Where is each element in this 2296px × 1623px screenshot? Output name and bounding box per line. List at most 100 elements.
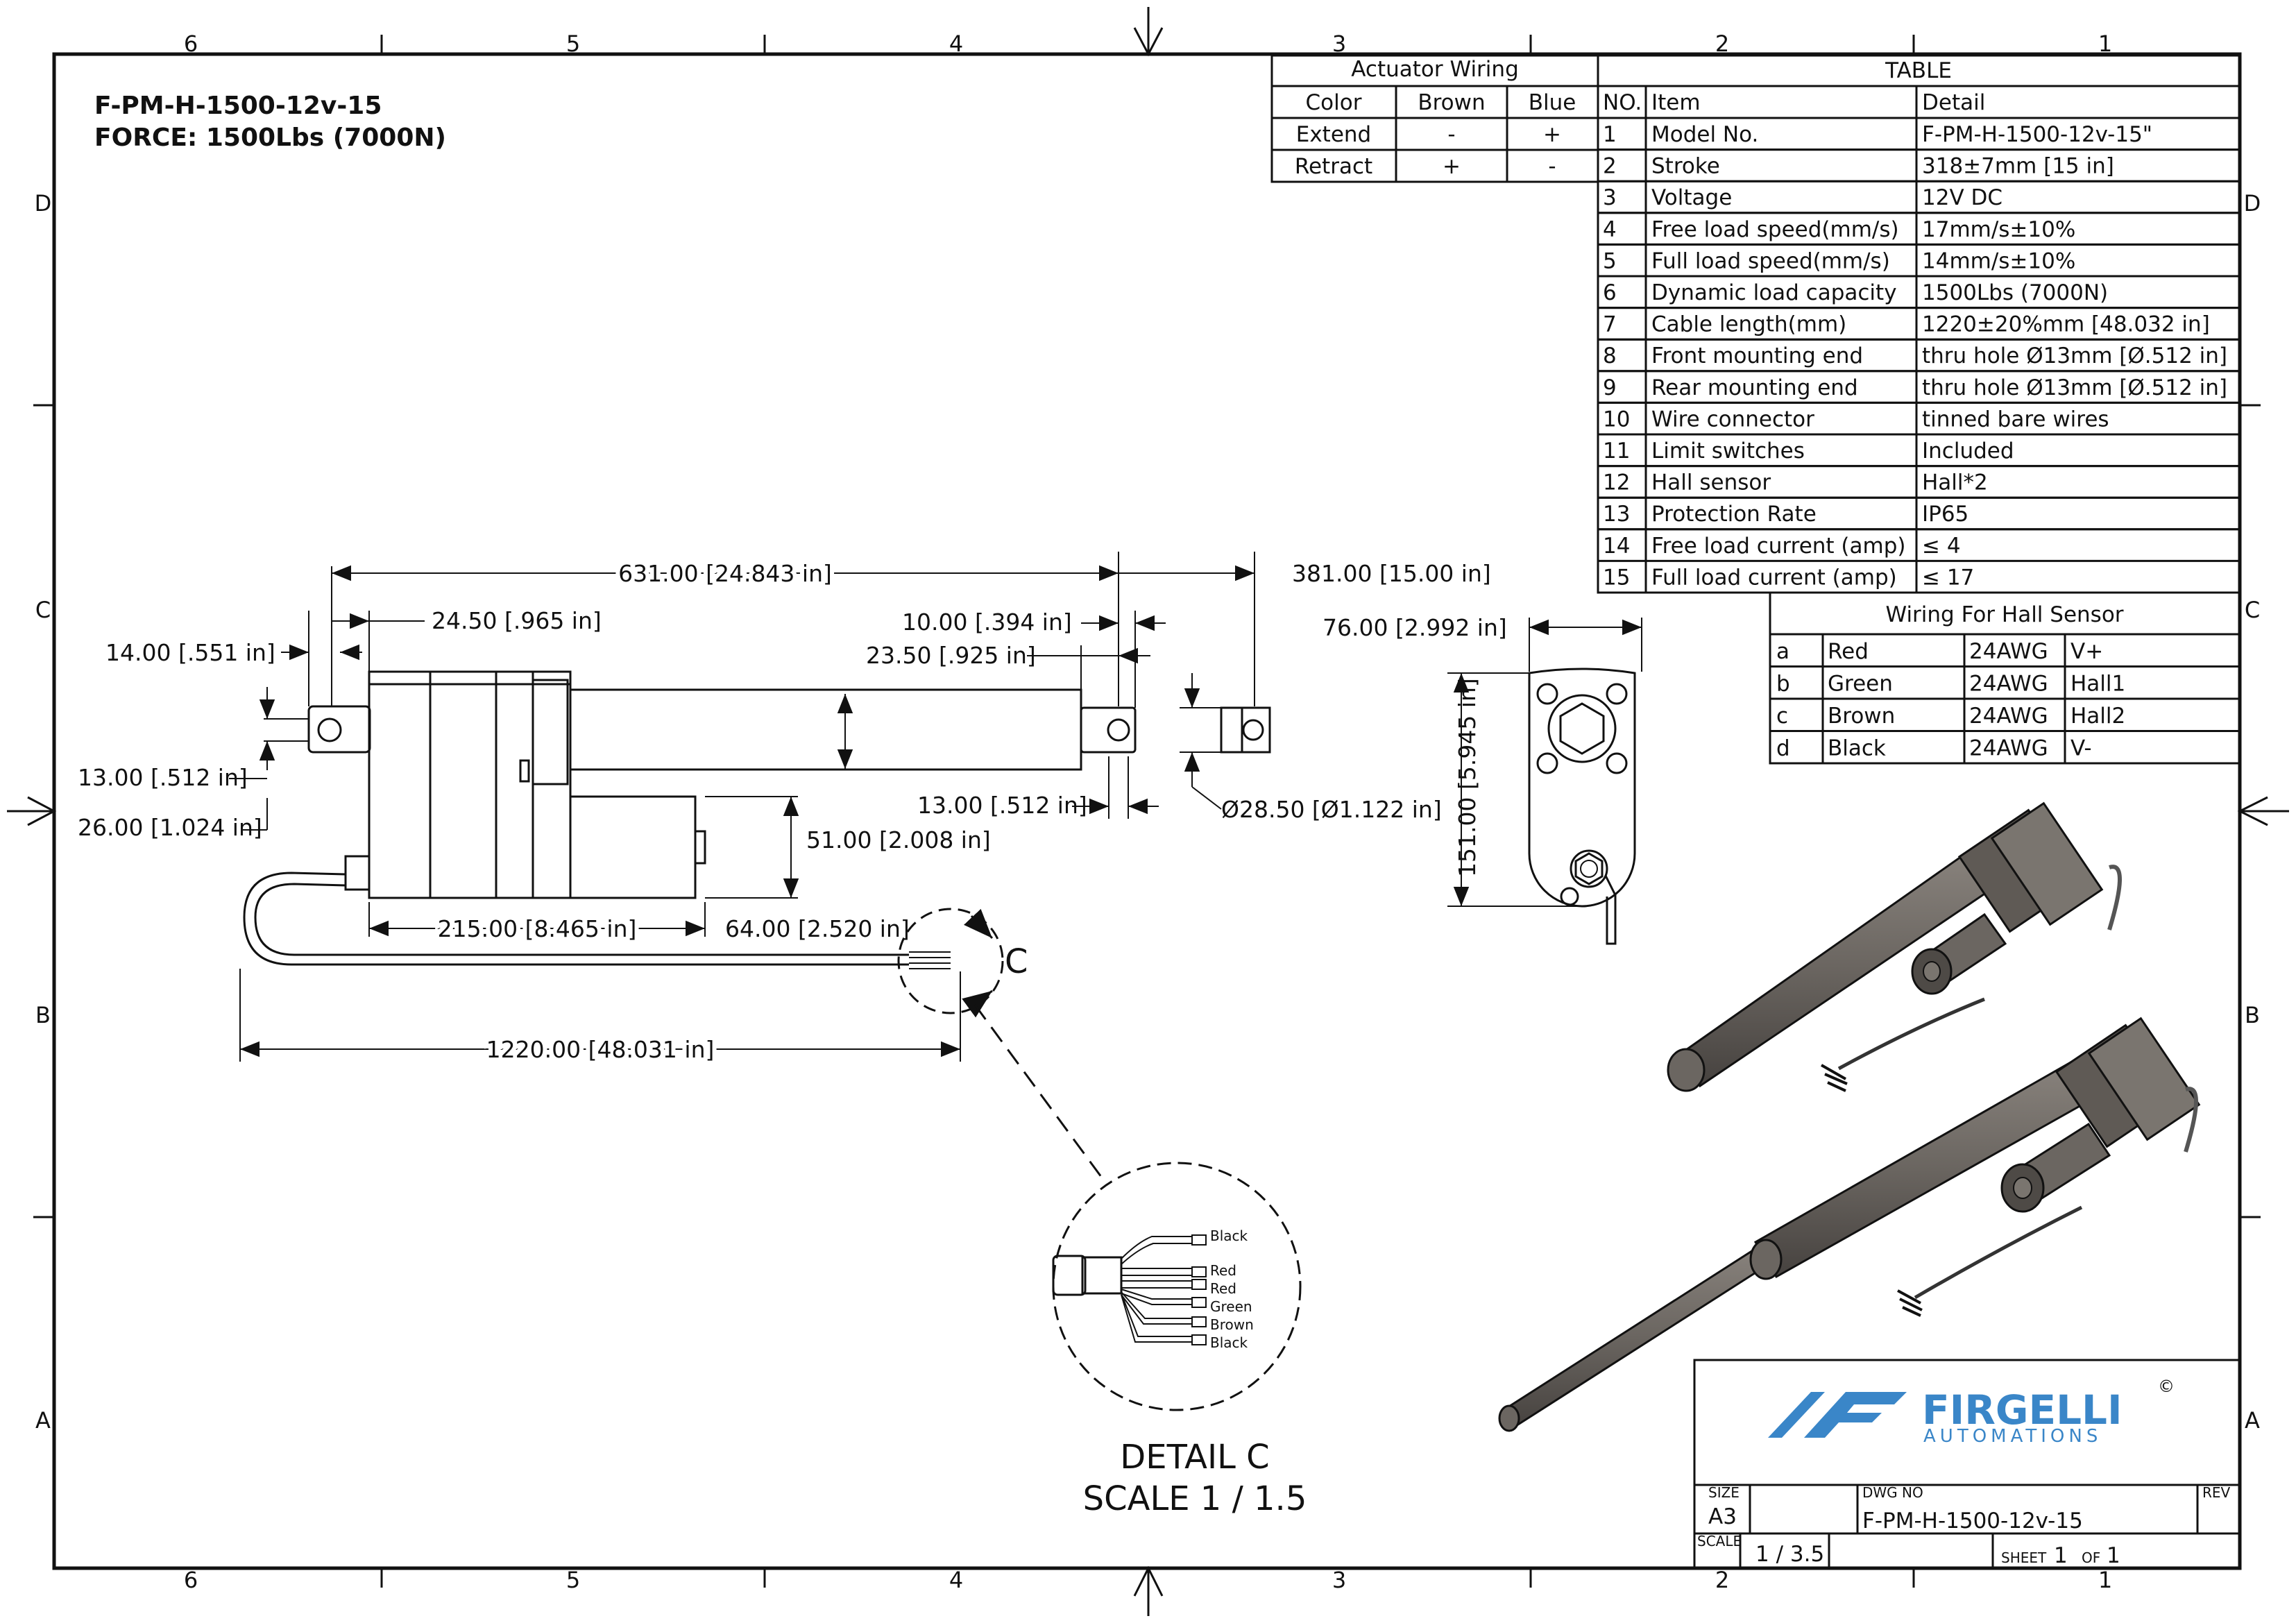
hall-table-cell: Green [1828, 672, 1893, 697]
actuator-wiring-header: Color [1306, 90, 1362, 115]
spec-table-cell: Wire connector [1651, 407, 1814, 432]
spec-table-cell: Included [1922, 439, 2014, 464]
zone-col-bottom-5: 5 [566, 1567, 580, 1593]
spec-table-cell: Full load speed(mm/s) [1651, 248, 1890, 273]
zone-col-top-3: 3 [1332, 31, 1346, 57]
zone-col-top-4: 4 [949, 31, 963, 57]
zone-row-right-B: B [2245, 1002, 2260, 1028]
actuator-wiring-cell: Extend [1296, 122, 1372, 147]
spec-table-cell: Hall*2 [1922, 470, 1988, 495]
size-label: SIZE [1708, 1484, 1740, 1501]
dim-rod-diameter: Ø28.50 [Ø1.122 in] [1221, 796, 1442, 823]
dim-cable-length: 1220.00 [48.031 in] [486, 1036, 715, 1063]
logo-sub: AUTOMATIONS [1923, 1426, 2102, 1447]
spec-table-cell: 15 [1603, 565, 1630, 590]
dim-front-tip: 10.00 [.394 in] [902, 609, 1072, 636]
detail-letter: C [1005, 942, 1028, 981]
dim-front-hole: 13.00 [.512 in] [917, 792, 1087, 819]
actuator-wiring-cell: - [1447, 122, 1455, 147]
of-value: 1 [2107, 1543, 2120, 1568]
actuator-wiring-table: Actuator Wiring Color Brown Blue Extend … [1270, 54, 1599, 183]
hall-table-cell: 24AWG [1969, 704, 2048, 729]
zone-col-top-1: 1 [2098, 31, 2112, 57]
spec-table-cell: 6 [1603, 280, 1617, 305]
detail-scale: SCALE 1 / 1.5 [1083, 1479, 1307, 1518]
dim-rear-height: 26.00 [1.024 in] [78, 814, 262, 841]
spec-table-cell: 9 [1603, 375, 1617, 400]
detail-wire-label: Brown [1210, 1316, 1254, 1333]
zone-ticks [7, 7, 2289, 1616]
spec-table-cell: IP65 [1922, 502, 1968, 527]
spec-table-cell: thru hole Ø13mm [Ø.512 in] [1922, 343, 2227, 368]
spec-table-cell: Hall sensor [1651, 470, 1771, 495]
detail-title: DETAIL C [1120, 1438, 1269, 1477]
spec-table-cell: 11 [1603, 439, 1630, 464]
spec-table-cell: 7 [1603, 312, 1617, 337]
spec-table-cell: Protection Rate [1651, 502, 1817, 527]
logo-name: FIRGELLI [1922, 1386, 2123, 1434]
spec-table-cell: ≤ 17 [1922, 565, 1974, 590]
detail-wire-label: Green [1210, 1298, 1252, 1315]
spec-table-cell: 318±7mm [15 in] [1922, 154, 2114, 179]
spec-table-title: TABLE [1885, 58, 1952, 83]
hall-table-cell: d [1776, 736, 1790, 761]
spec-table-cell: 17mm/s±10% [1922, 217, 2075, 242]
zone-row-left-D: D [35, 190, 52, 216]
hall-table-cell: Black [1828, 736, 1886, 761]
zone-row-left-A: A [35, 1407, 51, 1434]
drawing-title-block: FIRGELLI AUTOMATIONS © SIZE A3 DWG NO F-… [1693, 1359, 2241, 1570]
actuator-iso-retracted [1667, 801, 2122, 1092]
hall-table-cell: Hall2 [2070, 704, 2125, 729]
spec-table-cell: 13 [1603, 502, 1630, 527]
spec-table-cell: 14mm/s±10% [1922, 248, 2075, 273]
spec-table-cell: 1220±20%mm [48.032 in] [1922, 312, 2210, 337]
dim-rear-offset: 24.50 [.965 in] [432, 607, 602, 634]
zone-row-right-A: A [2245, 1407, 2260, 1434]
side-view-dimensions: 631.00 [24.843 in] 381.00 [15.00 in] 24.… [78, 552, 1491, 1067]
scale-value: 1 / 3.5 [1755, 1542, 1824, 1567]
spec-table-cell: 12V DC [1922, 185, 2002, 210]
spec-table-cell: 2 [1603, 154, 1617, 179]
spec-table-cell: Rear mounting end [1651, 375, 1858, 400]
spec-table-cell: Full load current (amp) [1651, 565, 1897, 590]
actuator-wiring-cell: + [1543, 122, 1561, 147]
dim-body-height: 51.00 [2.008 in] [806, 826, 991, 853]
zone-col-top-6: 6 [184, 31, 198, 57]
size-value: A3 [1708, 1504, 1737, 1529]
drawing-border [52, 52, 2242, 1570]
spec-table-cell: Limit switches [1651, 439, 1805, 464]
zone-labels: 6 5 4 3 2 1 6 5 4 3 2 1 D C B A D C B A [35, 31, 2261, 1593]
spec-table-cell: Free load speed(mm/s) [1651, 217, 1899, 242]
dim-front-eye-offset: 23.50 [.925 in] [866, 642, 1036, 669]
zone-col-top-2: 2 [1715, 31, 1729, 57]
spec-table-cell: 1 [1603, 122, 1617, 147]
actuator-side-view [243, 670, 1271, 966]
actuator-iso-extended [1498, 1017, 2201, 1432]
dim-overall-length: 631.00 [24.843 in] [618, 560, 832, 587]
hall-table-title: Wiring For Hall Sensor [1885, 602, 2123, 627]
actuator-wiring-cell: - [1548, 154, 1556, 179]
detail-c-view: Black Red Red Green Brown Black DETAIL C… [1052, 1162, 1307, 1518]
spec-table-cell: 3 [1603, 185, 1617, 210]
spec-table-cell: ≤ 4 [1922, 534, 1961, 559]
spec-table-header: Detail [1922, 90, 1985, 115]
zone-row-right-C: C [2245, 597, 2260, 623]
zone-col-bottom-6: 6 [184, 1567, 198, 1593]
spec-table-cell: Stroke [1651, 154, 1720, 179]
hall-table-cell: c [1776, 704, 1788, 729]
hall-table-cell: Red [1828, 639, 1869, 664]
spec-table-cell: Front mounting end [1651, 343, 1863, 368]
rev-label: REV [2202, 1484, 2231, 1501]
detail-wire-label: Black [1210, 1227, 1248, 1244]
zone-row-left-B: B [35, 1002, 51, 1028]
zone-col-bottom-2: 2 [1715, 1567, 1729, 1593]
actuator-wiring-header: Blue [1529, 90, 1576, 115]
actuator-wiring-header: Brown [1418, 90, 1485, 115]
spec-table-cell: thru hole Ø13mm [Ø.512 in] [1922, 375, 2227, 400]
hall-table-cell: Brown [1828, 704, 1895, 729]
model-title: F-PM-H-1500-12v-15 [94, 92, 382, 120]
spec-table-cell: 10 [1603, 407, 1630, 432]
hall-table-cell: 24AWG [1969, 672, 2048, 697]
